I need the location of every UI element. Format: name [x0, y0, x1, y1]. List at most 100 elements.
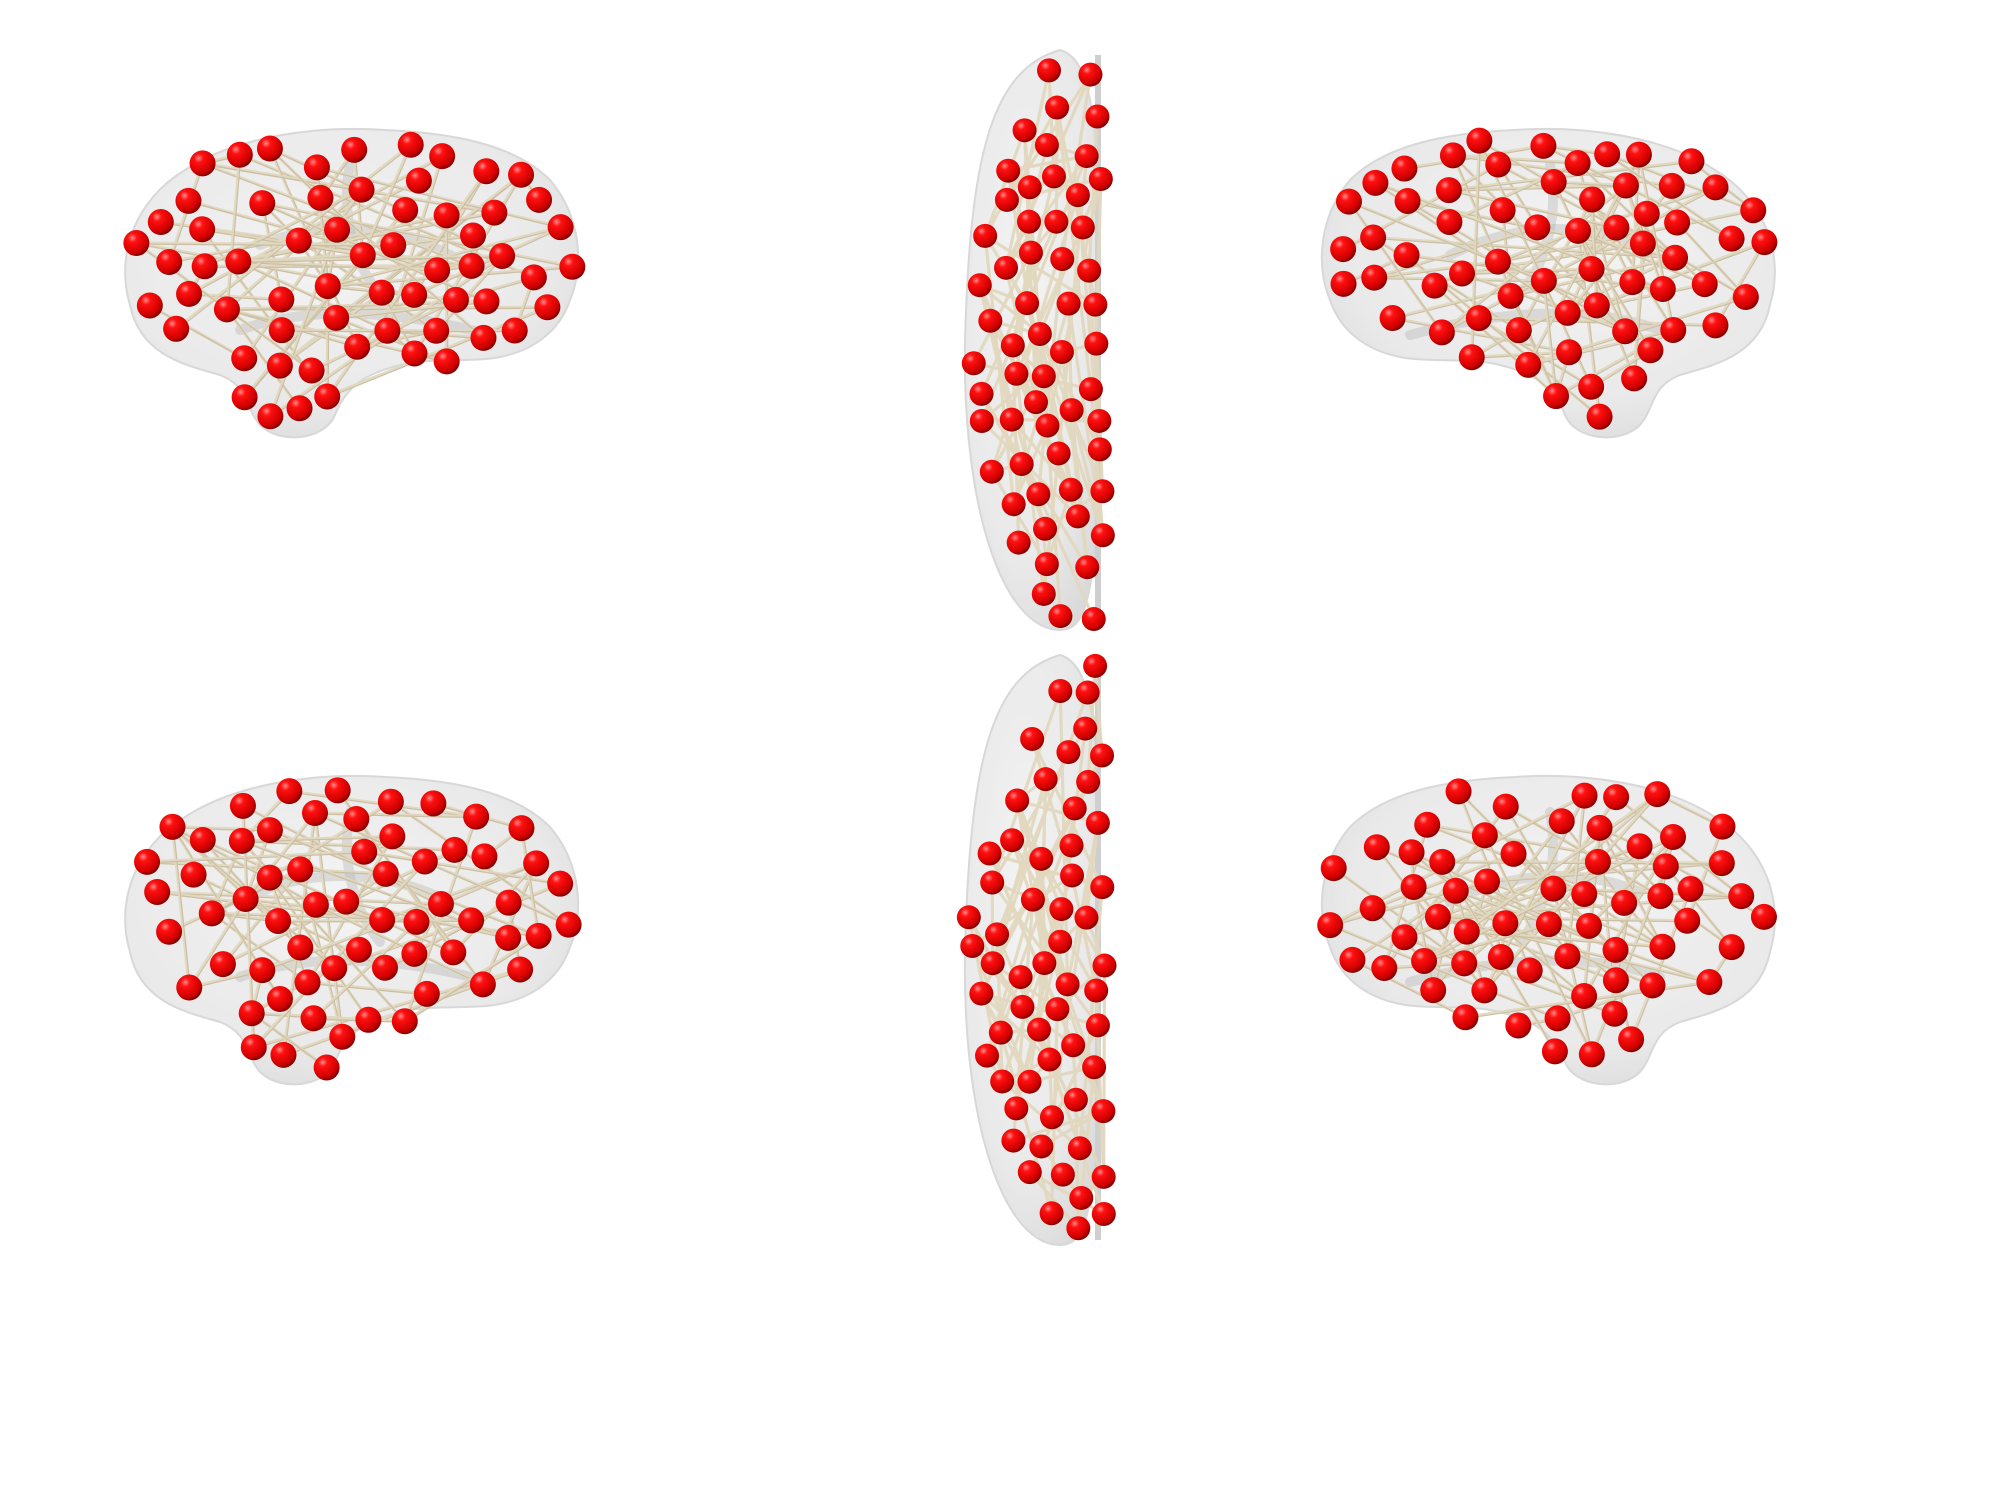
- connection-edge: [990, 470, 1049, 566]
- network-node: [1497, 282, 1524, 309]
- connection-edge-shade: [1375, 227, 1539, 280]
- network-node: [1363, 834, 1390, 861]
- network-node: [980, 951, 1005, 976]
- network-node: [1035, 413, 1060, 438]
- network-node: [1065, 183, 1090, 208]
- network-node: [501, 317, 528, 344]
- network-node: [1000, 333, 1025, 358]
- connection-edge: [1371, 235, 1677, 260]
- network-node: [266, 986, 293, 1013]
- network-node: [1677, 875, 1704, 902]
- network-node: [1487, 943, 1514, 970]
- network-node: [313, 1054, 340, 1081]
- network-node: [321, 955, 348, 982]
- network-node: [979, 459, 1004, 484]
- network-node: [256, 864, 283, 891]
- network-node: [1083, 653, 1108, 678]
- connection-edge: [170, 825, 191, 990]
- network-node: [1594, 141, 1621, 168]
- network-node: [380, 232, 407, 259]
- network-node: [231, 384, 258, 411]
- network-node: [1586, 814, 1613, 841]
- connection-edge: [297, 179, 421, 243]
- network-node: [1027, 321, 1052, 346]
- network-node: [1602, 936, 1629, 963]
- connection-edge-shade: [1485, 835, 1594, 1056]
- network-node: [144, 878, 171, 905]
- connection-edge-shade: [158, 892, 442, 906]
- network-node: [240, 1034, 267, 1061]
- network-node: [249, 957, 276, 984]
- connection-edge: [1460, 271, 1627, 333]
- network-node: [1360, 224, 1387, 251]
- network-node: [333, 888, 360, 915]
- connection-edge: [210, 839, 244, 915]
- network-node: [559, 253, 586, 280]
- connection-edge-shade: [1578, 231, 1706, 286]
- network-node: [1083, 292, 1108, 317]
- network-node: [458, 252, 485, 279]
- network-node: [372, 860, 399, 887]
- network-node: [1066, 1216, 1091, 1241]
- connection-edge: [170, 825, 272, 832]
- connection-edge-shade: [1414, 887, 1435, 992]
- connection-edge: [334, 173, 523, 320]
- connection-edge-shade: [270, 878, 310, 984]
- connection-edge: [979, 991, 1052, 1062]
- network-node: [401, 940, 428, 967]
- network-node: [1018, 240, 1043, 265]
- network-node: [1091, 1201, 1116, 1226]
- network-node: [1586, 403, 1613, 430]
- network-node: [967, 273, 992, 298]
- network-node: [1702, 312, 1729, 339]
- network-node: [1505, 1012, 1532, 1039]
- network-node: [323, 304, 350, 331]
- network-node: [191, 253, 218, 280]
- network-node: [377, 788, 404, 815]
- connection-edge: [1015, 798, 1046, 965]
- network-node: [355, 1006, 382, 1033]
- network-node: [1087, 437, 1112, 462]
- network-node: [1612, 318, 1639, 345]
- network-node: [1583, 292, 1610, 319]
- connection-edge-shade: [1589, 837, 1675, 928]
- connection-edge: [1066, 821, 1100, 986]
- connection-edge: [1372, 225, 1539, 280]
- network-node: [1728, 883, 1755, 910]
- network-node: [379, 823, 406, 850]
- network-node: [134, 848, 161, 875]
- network-node: [1453, 918, 1480, 945]
- network-node: [1647, 883, 1674, 910]
- network-node: [429, 143, 456, 170]
- network-node: [1660, 823, 1687, 850]
- connection-edge: [134, 241, 395, 247]
- connection-edge-shade: [254, 862, 427, 1049]
- network-node: [469, 971, 496, 998]
- network-node: [189, 827, 216, 854]
- network-node: [1084, 978, 1109, 1003]
- network-node: [1652, 853, 1679, 880]
- nodes: [134, 777, 582, 1081]
- network-node: [265, 907, 292, 934]
- network-node: [525, 922, 552, 949]
- network-node: [1320, 855, 1347, 882]
- network-node: [1658, 172, 1685, 199]
- connection-edge-shade: [1715, 242, 1766, 327]
- connection-edge: [1542, 279, 1558, 398]
- network-node: [209, 951, 236, 978]
- network-node: [424, 257, 451, 284]
- network-node: [256, 817, 283, 844]
- network-node: [1041, 164, 1066, 189]
- connection-edge-shade: [1498, 231, 1580, 264]
- network-node: [1548, 808, 1575, 835]
- network-node: [523, 850, 550, 877]
- network-node: [1398, 839, 1425, 866]
- network-node: [1629, 230, 1656, 257]
- network-node: [427, 891, 454, 918]
- network-node: [1075, 555, 1100, 580]
- network-node: [147, 209, 174, 236]
- connection-edge-shade: [245, 255, 365, 399]
- network-node: [1485, 151, 1512, 178]
- connection-edge-shade: [1487, 863, 1723, 884]
- connection-edge-shade: [363, 145, 413, 257]
